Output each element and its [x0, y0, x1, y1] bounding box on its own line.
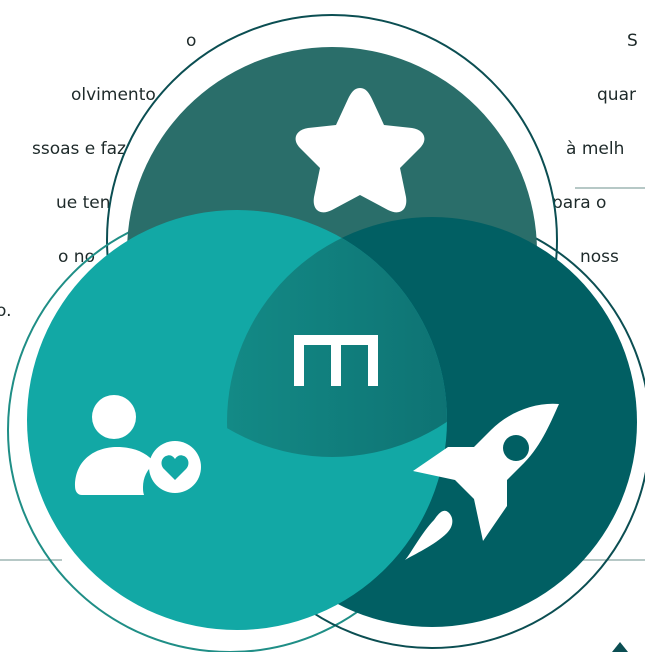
right-description-text: S quar à melh para o noss [0, 0, 645, 284]
logo-m-icon [294, 335, 378, 386]
right-text-line: S [627, 31, 638, 51]
right-text-line: para o [552, 193, 607, 213]
right-text-line: noss [580, 247, 619, 267]
heart-icon [161, 455, 189, 480]
left-text-line: o no [58, 247, 95, 267]
left-text-line: o [186, 31, 197, 51]
center-intersection [227, 217, 447, 457]
left-text-line: o. [0, 301, 12, 321]
right-text-line: quar [597, 85, 636, 105]
rocket-window [503, 435, 529, 461]
star-icon [295, 88, 425, 213]
left-text-line: olvimento [71, 85, 156, 105]
right-text-line: à melh [566, 139, 625, 159]
footer-mark [612, 642, 628, 652]
